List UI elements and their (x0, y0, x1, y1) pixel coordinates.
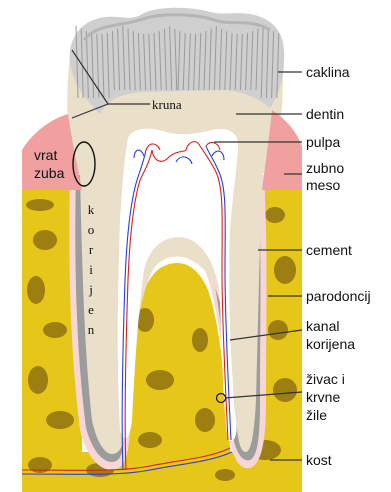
label-nerve-line1: živac i (306, 371, 345, 387)
label-canal-line2: korijena (306, 336, 355, 352)
label-nerve-line3: žile (306, 407, 327, 423)
label-cementum: cement (306, 242, 352, 258)
bone-spot (274, 256, 296, 284)
bone-spot (33, 230, 57, 250)
bone-spot (273, 378, 297, 402)
right-labels: caklina dentin pulpa zubno meso cement p… (306, 64, 371, 468)
label-nerve-line2: krvne (306, 389, 340, 405)
bone-spot (215, 469, 235, 481)
label-gum-line2: meso (306, 177, 340, 193)
bone-spot (28, 366, 48, 394)
root-letter: j (88, 282, 93, 297)
bone-spot (192, 328, 208, 352)
label-neck-line2: zuba (34, 165, 65, 181)
bone-spot (268, 320, 288, 340)
label-neck-line1: vrat (34, 147, 57, 163)
label-periodontium: parodoncij (306, 288, 371, 304)
root-letter: r (89, 242, 94, 257)
label-crown: kruna (152, 97, 182, 112)
root-letter: e (88, 302, 94, 317)
label-enamel: caklina (306, 64, 350, 80)
bone-spot (265, 207, 285, 223)
bone-spot (43, 322, 67, 338)
bone-spot (27, 276, 45, 304)
bone-spot (146, 370, 174, 390)
label-canal-line1: kanal (306, 318, 339, 334)
bone-spot (46, 411, 74, 429)
label-dentin: dentin (306, 106, 344, 122)
root-letter: k (88, 202, 95, 217)
bone-spot (26, 199, 54, 211)
label-pulp: pulpa (306, 134, 340, 150)
root-letter: n (88, 322, 95, 337)
label-gum-line1: zubno (306, 160, 344, 176)
bone-spot (138, 432, 162, 448)
bone-spot (195, 408, 215, 432)
root-letter: o (88, 222, 95, 237)
label-bone: kost (306, 452, 332, 468)
root-letter: i (89, 262, 93, 277)
